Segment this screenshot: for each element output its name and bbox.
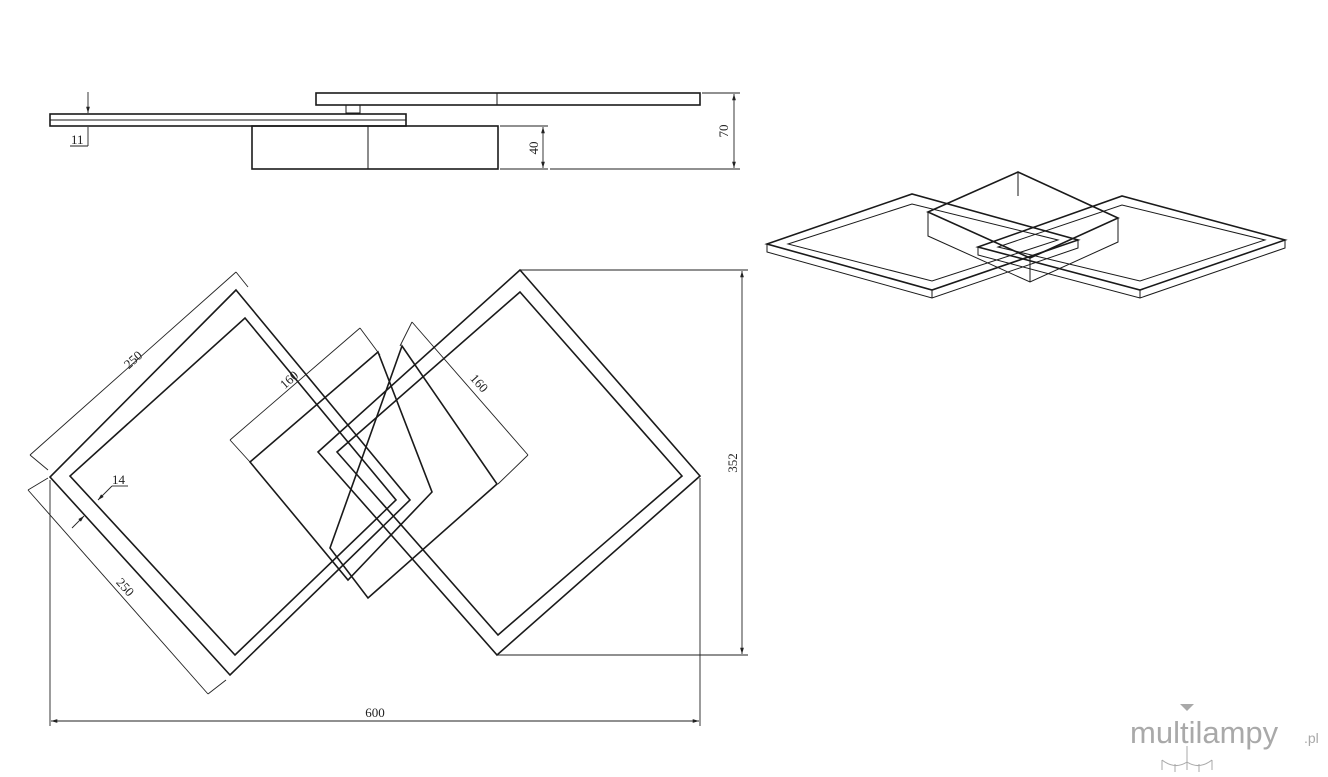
lamp-icon [1180,704,1194,711]
frame-right-inner [335,290,684,637]
watermark-tld: .pl [1304,730,1319,746]
dim-total-depth: 352 [725,453,740,473]
dim-body-height: 40 [526,142,541,155]
body-box [251,125,499,170]
iso-view [764,171,1288,299]
upper-plate [315,92,701,106]
dim-total-width: 600 [365,705,385,720]
dim-frame-side-top: 250 [121,348,146,372]
top-view: 250 250 160 160 14 352 600 [27,268,748,726]
dim-inner-box-left: 160 [277,368,302,392]
watermark-brand: multilampy [1130,715,1279,750]
inner-box-right [329,344,499,600]
connector [345,104,361,114]
watermark-logo: multilampy .pl [1130,704,1319,772]
dim-line-250-top [29,271,237,456]
side-view: 11 40 70 [49,92,740,170]
inner-box-left [248,350,433,582]
dim-plate-thickness: 11 [71,132,84,147]
dim-frame-width: 14 [112,472,126,487]
iso-frame-left [764,193,1081,291]
frame-left-outer [48,288,412,677]
dim-frame-side-bottom: 250 [113,575,137,600]
frame-right-outer [316,268,702,657]
dim-total-height: 70 [716,125,731,138]
dim-inner-box-right: 160 [467,371,491,396]
chandelier-icon [1161,746,1213,772]
frame-left-inner [68,316,398,657]
iso-frame-right [975,195,1288,291]
